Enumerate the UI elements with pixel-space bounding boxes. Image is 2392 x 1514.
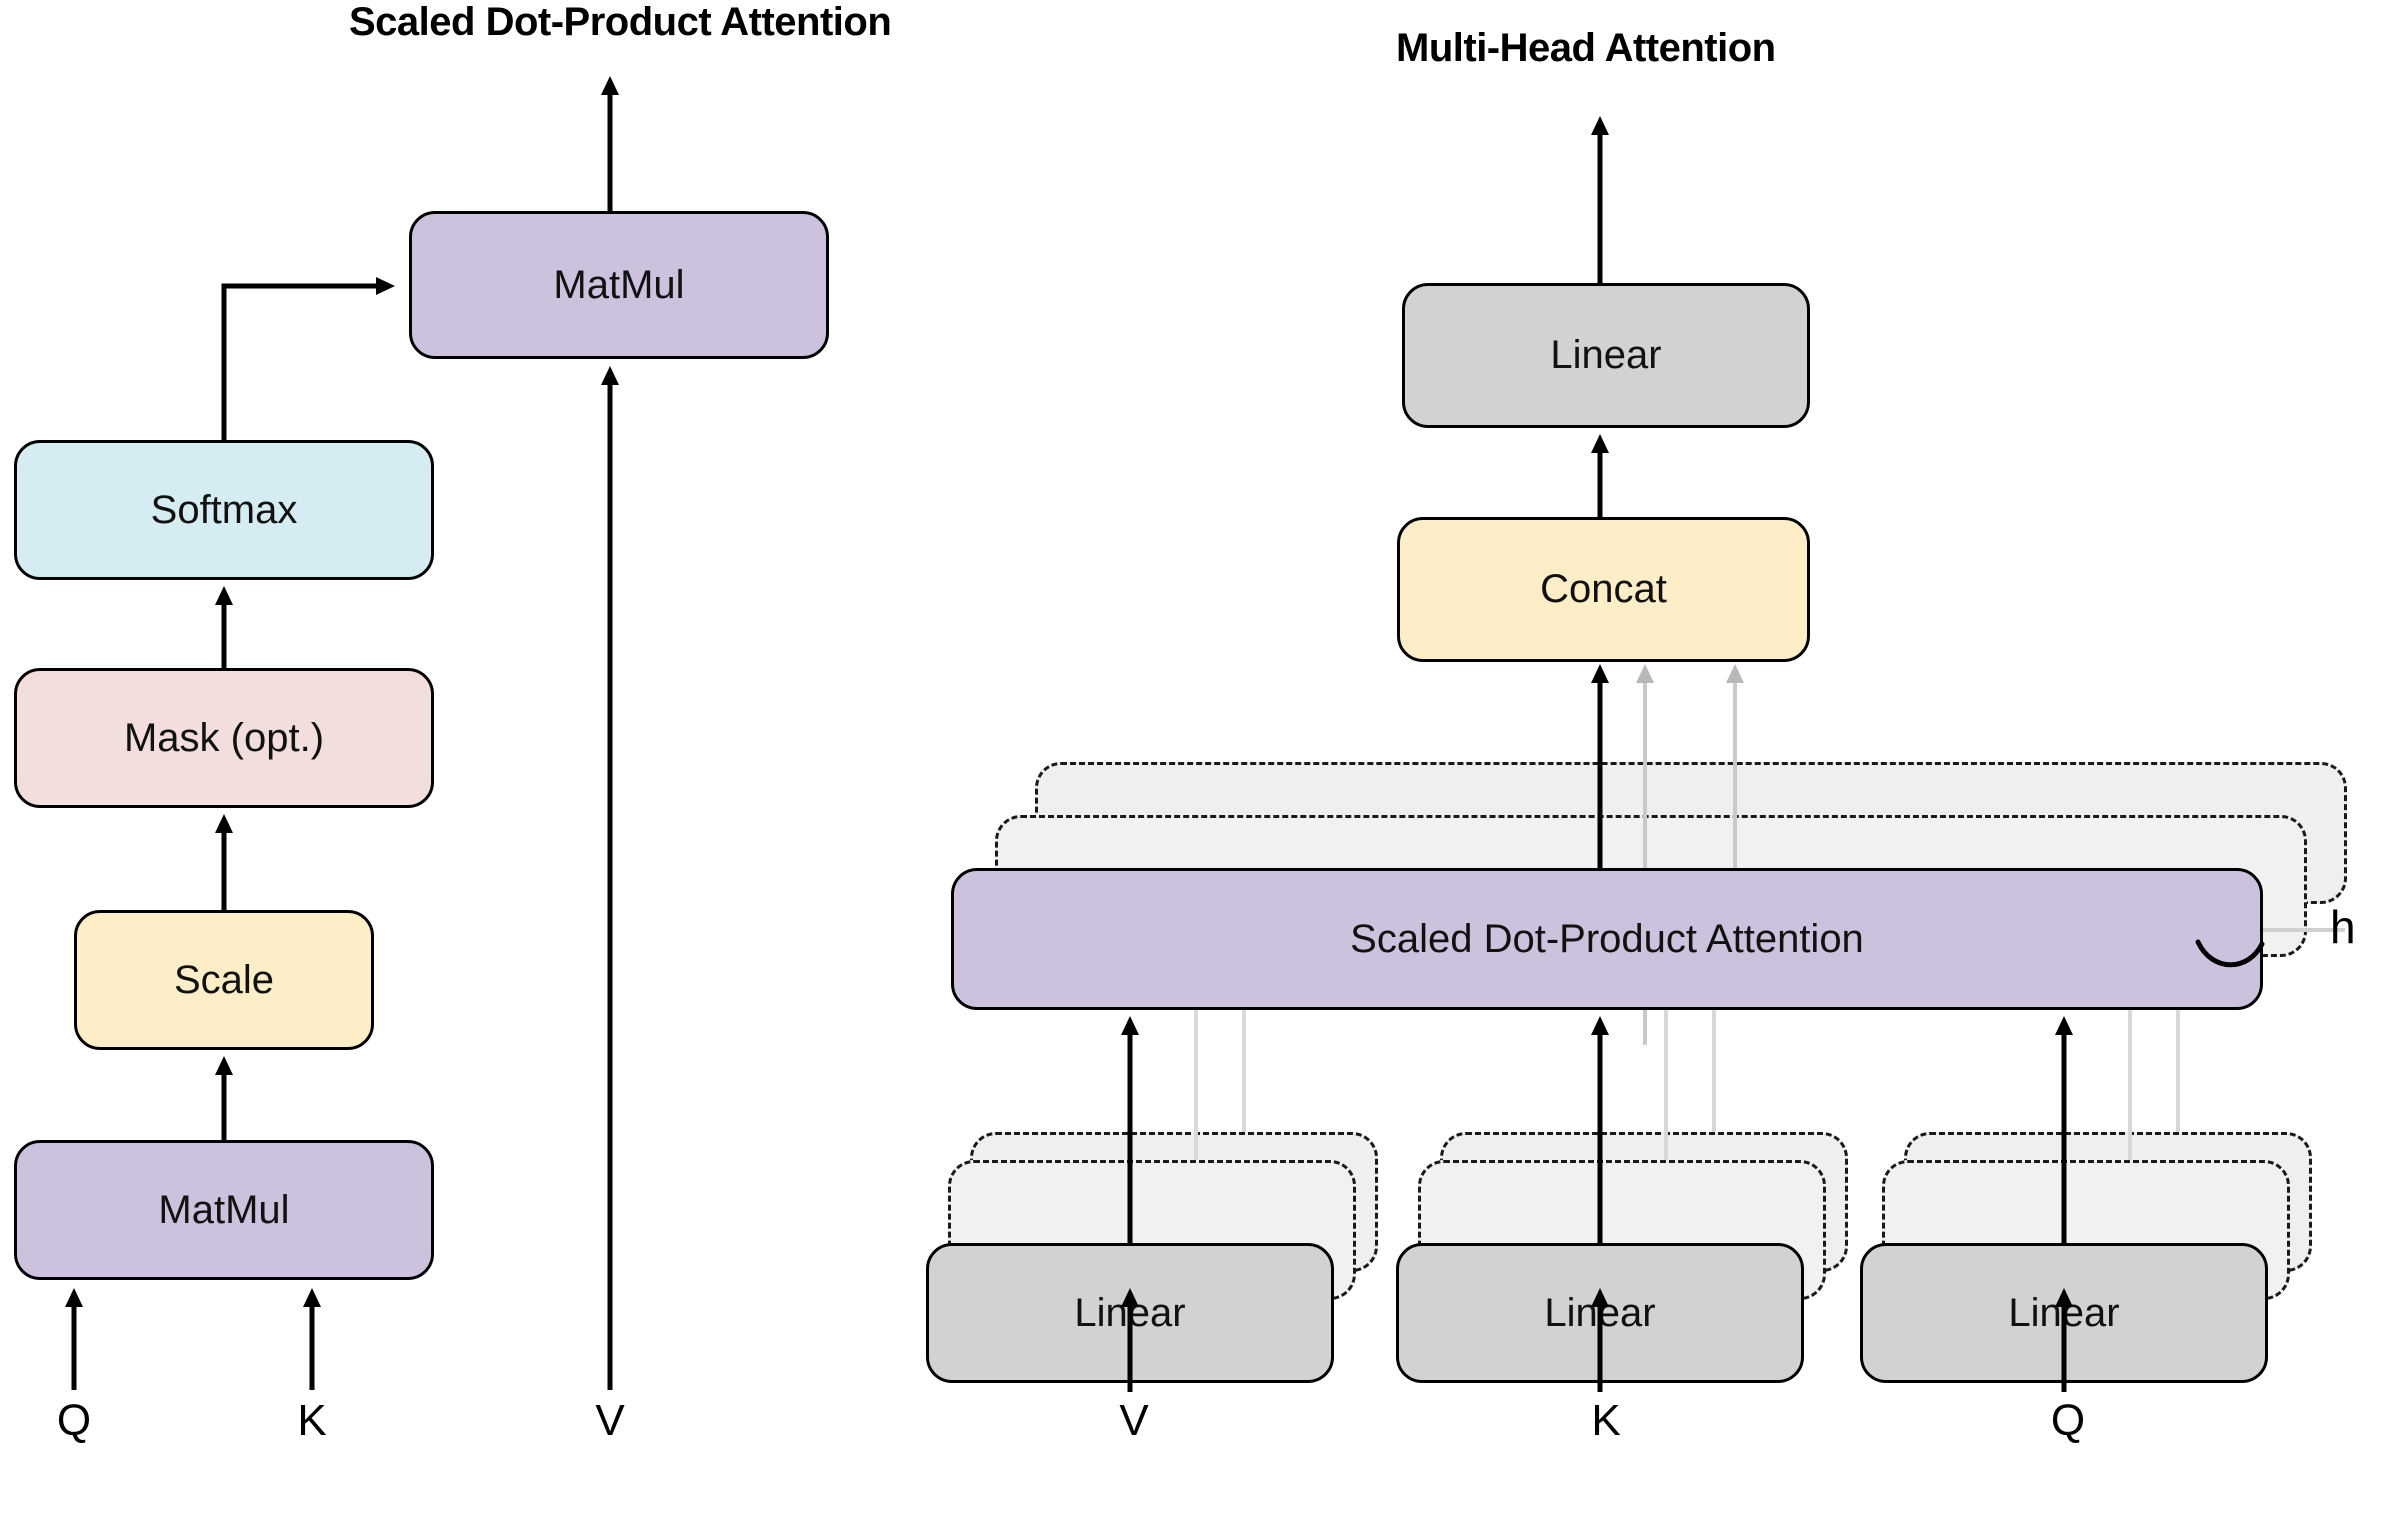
node-mask[interactable]: Mask (opt.) [14, 668, 434, 808]
node-label: Scaled Dot-Product Attention [1350, 916, 1864, 961]
io-label-k-right: K [1591, 1396, 1621, 1445]
node-scaled-dot-product-attention[interactable]: Scaled Dot-Product Attention [951, 868, 2263, 1010]
h-count-label: h [2330, 901, 2356, 953]
panel-title-multi-head-attention: Multi-Head Attention [1396, 26, 1776, 70]
node-label: Softmax [150, 487, 298, 532]
node-label: Scale [173, 957, 275, 1002]
node-label: MatMul [553, 262, 685, 307]
node-label: Mask (opt.) [123, 715, 325, 760]
node-label: MatMul [158, 1187, 290, 1232]
io-label-q-left: Q [56, 1396, 92, 1445]
node-label: Concat [1540, 567, 1667, 611]
io-label-k-left: K [297, 1396, 327, 1445]
node-matmul-top[interactable]: MatMul [409, 211, 829, 359]
node-linear-output[interactable]: Linear [1402, 283, 1810, 428]
io-label-v-left: V [595, 1396, 625, 1445]
node-concat[interactable]: Concat [1397, 517, 1810, 662]
node-label: Linear [1550, 333, 1662, 377]
h-brace-hook [2195, 939, 2265, 968]
io-label-v-right: V [1119, 1396, 1149, 1445]
io-label-q-right: Q [2050, 1396, 2086, 1445]
panel-title-scaled-dot-product-attention: Scaled Dot-Product Attention [349, 0, 892, 44]
node-softmax[interactable]: Softmax [14, 440, 434, 580]
node-scale[interactable]: Scale [74, 910, 374, 1050]
node-matmul-bottom[interactable]: MatMul [14, 1140, 434, 1280]
